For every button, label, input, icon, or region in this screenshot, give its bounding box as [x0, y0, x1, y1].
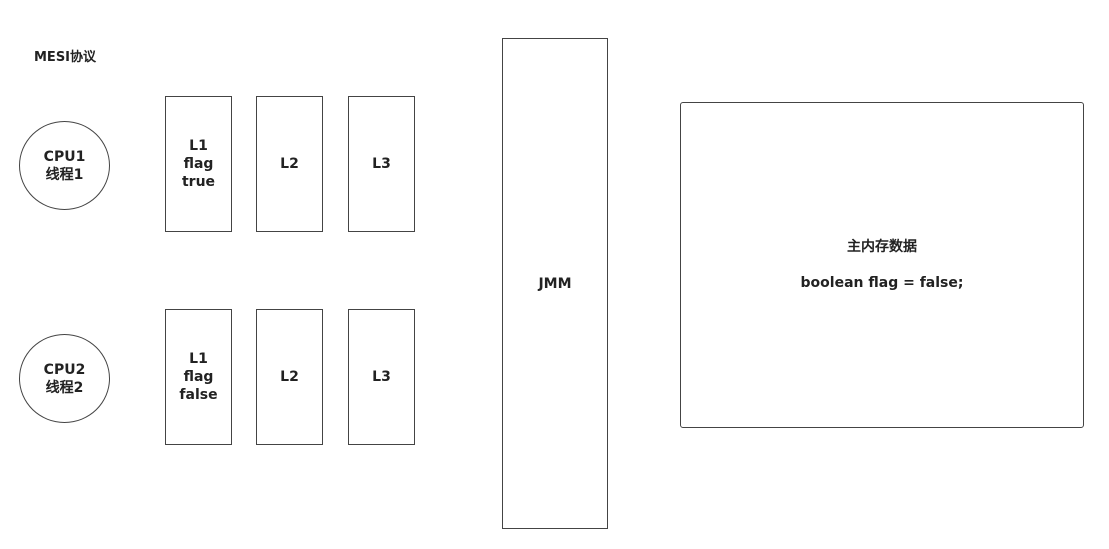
cpu1-label: CPU1 [43, 148, 86, 165]
main-memory-box: 主内存数据 boolean flag = false; [680, 102, 1084, 428]
cpu1-l3-label: L3 [372, 156, 391, 172]
cpu2-label: CPU2 [43, 361, 86, 378]
cpu2-l3-label: L3 [372, 369, 391, 385]
cpu2-l2-label: L2 [280, 369, 299, 385]
jmm-box: JMM [502, 38, 608, 529]
cpu1-l3-cache: L3 [348, 96, 415, 232]
cpu1-thread-label: 线程1 [45, 166, 84, 183]
main-memory-code: boolean flag = false; [800, 275, 964, 291]
cpu2-thread-label: 线程2 [45, 379, 84, 396]
cpu1-l1-var: flag [183, 156, 214, 172]
cpu2-l1-var: flag [183, 369, 214, 385]
cpu1-l1-label: L1 [189, 138, 208, 154]
cpu1-l1-value: true [181, 174, 216, 190]
main-memory-title: 主内存数据 [847, 239, 917, 255]
cpu2-l2-cache: L2 [256, 309, 323, 445]
cpu1-node: CPU1 线程1 [19, 121, 110, 210]
cpu1-l2-label: L2 [280, 156, 299, 172]
cpu2-l3-cache: L3 [348, 309, 415, 445]
diagram-title: MESI协议 [34, 50, 97, 65]
cpu1-l2-cache: L2 [256, 96, 323, 232]
cpu2-l1-cache: L1 flag false [165, 309, 232, 445]
cpu2-l1-label: L1 [189, 351, 208, 367]
cpu2-l1-value: false [179, 387, 218, 403]
cpu2-node: CPU2 线程2 [19, 334, 110, 423]
cpu1-l1-cache: L1 flag true [165, 96, 232, 232]
jmm-label: JMM [538, 275, 572, 292]
